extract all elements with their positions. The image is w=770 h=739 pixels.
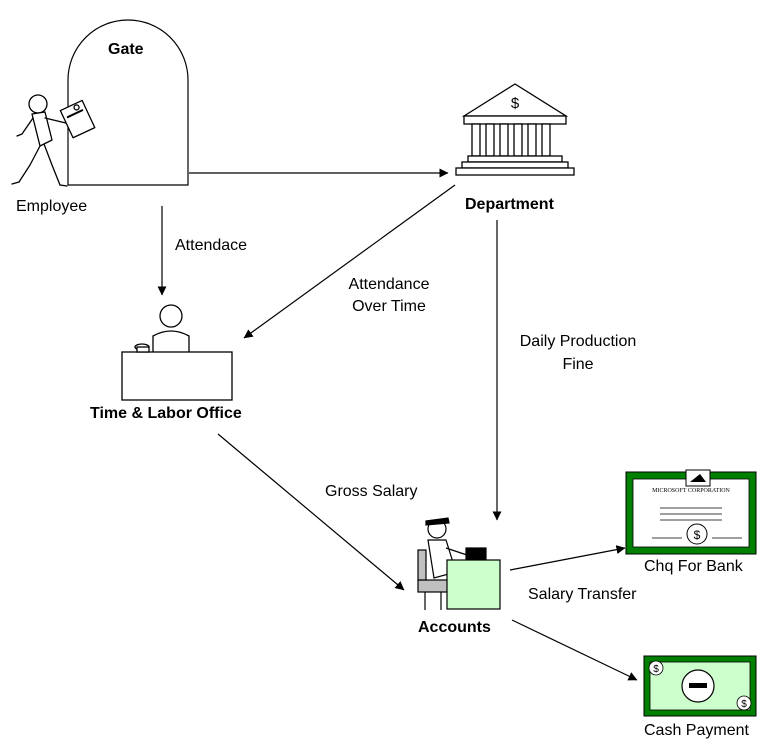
edge-label-daily-production: Daily Production: [520, 333, 637, 350]
arrow-accounts-to-cheque: [509, 545, 626, 571]
edge-label-gross-salary: Gross Salary: [325, 483, 417, 500]
walking-employee-icon: [11, 94, 96, 187]
department-label: Department: [465, 196, 555, 213]
time-labor-office-label: Time & Labor Office: [90, 405, 242, 422]
arrow-department-to-office: [243, 184, 456, 339]
edge-label-attendace: Attendace: [175, 237, 247, 254]
edge-label-attendance: Attendance: [349, 276, 430, 293]
cheque-icon: MICROSOFT CORPORATION $: [625, 469, 757, 555]
gate-shape: [67, 19, 189, 186]
gate-label: Gate: [108, 41, 144, 58]
arrow-office-to-accounts: [217, 433, 405, 591]
cash-payment-label: Cash Payment: [644, 722, 749, 739]
cash-dollar-sign-right: $: [741, 699, 747, 710]
accounts-label: Accounts: [418, 619, 491, 636]
arrow-accounts-to-cash: [511, 619, 638, 681]
accountant-at-computer-icon: [417, 517, 501, 610]
cash-dollar-sign-left: $: [653, 664, 659, 675]
cheque-dollar-sign: $: [694, 528, 701, 542]
chq-for-bank-label: Chq For Bank: [644, 558, 744, 575]
bank-dollar-sign: $: [511, 95, 520, 112]
employee-label: Employee: [16, 198, 87, 215]
banknote-icon: $ $: [643, 655, 757, 717]
edge-label-fine: Fine: [562, 356, 593, 373]
bank-building-icon: [455, 83, 575, 176]
gate-node: Gate: [67, 19, 189, 186]
clerk-at-desk-icon: [121, 304, 233, 401]
edge-label-salary-transfer: Salary Transfer: [528, 586, 637, 603]
edge-label-over-time: Over Time: [352, 298, 426, 315]
cheque-company-text: MICROSOFT CORPORATION: [652, 488, 730, 494]
